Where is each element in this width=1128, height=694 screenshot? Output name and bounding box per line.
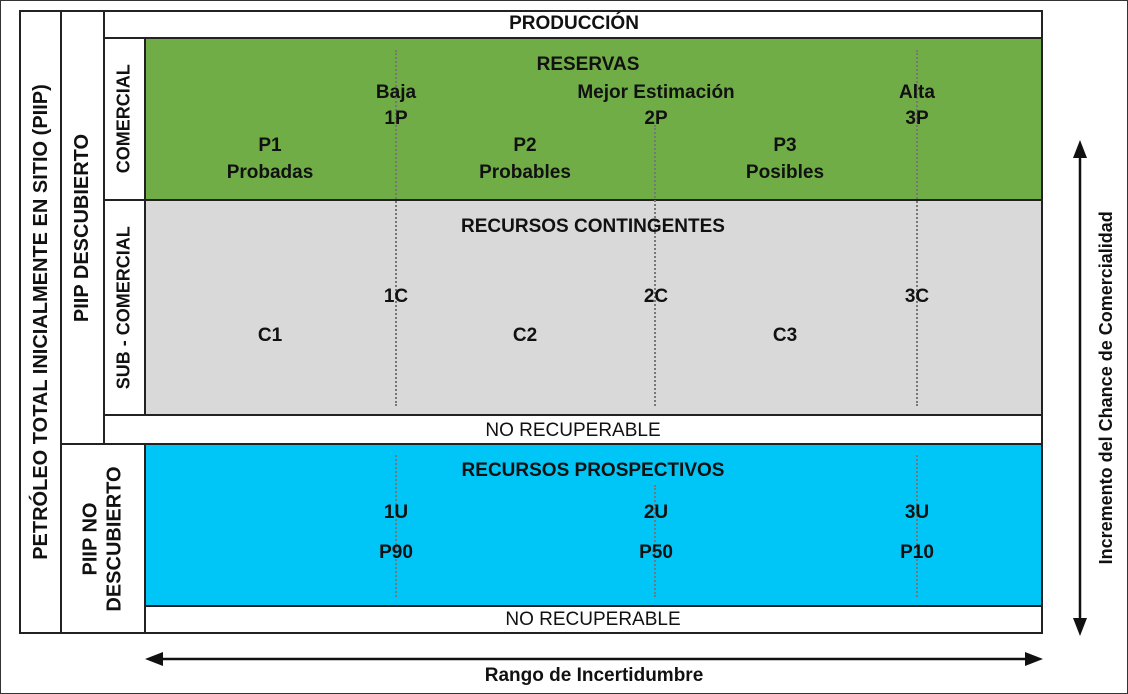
contingentes-scenario-2c: 2C	[643, 286, 669, 307]
piip-no-descubierto-line1: PIIP NO	[80, 502, 102, 575]
reservas-scenario-low-code: 1P	[384, 108, 408, 129]
prospectivos-scenario-p50: P50	[639, 542, 673, 563]
contingentes-class-c2: C2	[512, 325, 538, 346]
produccion-label: PRODUCCIÓN	[509, 13, 639, 34]
reservas-class-p2-code: P2	[513, 135, 537, 156]
piip-total-label-box: PETRÓLEO TOTAL INICIALMENTE EN SITIO (PI…	[19, 10, 62, 634]
reservas-scenario-best-code: 2P	[644, 108, 668, 129]
reservas-class-p1-code: P1	[258, 135, 282, 156]
prospectivos-scenario-1u: 1U	[383, 502, 409, 523]
reservas-scenario-best-name: Mejor Estimación	[577, 82, 735, 103]
piip-total-label: PETRÓLEO TOTAL INICIALMENTE EN SITIO (PI…	[29, 84, 52, 560]
sub-comercial-label: SUB - COMERCIAL	[113, 226, 134, 389]
scenario-line-best-upper	[654, 125, 656, 406]
no-recuperable-row-2	[144, 605, 1043, 634]
piip-no-descubierto-label: PIIP NO DESCUBIERTO	[79, 466, 127, 611]
reservas-class-p2-name: Probables	[479, 162, 571, 183]
prospectivos-title: RECURSOS PROSPECTIVOS	[461, 460, 725, 481]
contingentes-class-c3: C3	[772, 325, 798, 346]
piip-descubierto-label: PIIP DESCUBIERTO	[71, 133, 94, 322]
sub-comercial-label-box: SUB - COMERCIAL	[103, 199, 146, 416]
reservas-scenario-low-name: Baja	[375, 82, 417, 103]
contingentes-class-c1: C1	[257, 325, 283, 346]
piip-no-descubierto-label-box: PIIP NO DESCUBIERTO	[60, 443, 146, 634]
reservas-scenario-high-code: 3P	[905, 108, 929, 129]
prospectivos-scenario-p10: P10	[900, 542, 934, 563]
no-recuperable-label-1: NO RECUPERABLE	[485, 420, 661, 441]
scenario-line-low-upper	[395, 50, 397, 406]
reservas-class-p3-code: P3	[773, 135, 797, 156]
no-recuperable-label-2: NO RECUPERABLE	[505, 609, 681, 630]
reservas-scenario-high-name: Alta	[899, 82, 935, 103]
scenario-line-high-upper	[916, 50, 918, 406]
contingentes-scenario-1c: 1C	[383, 286, 409, 307]
reservas-area	[144, 37, 1043, 201]
scenario-line-high-lower	[916, 455, 918, 597]
right-axis-label-box: Incremento del Chance de Comercialidad	[1090, 140, 1124, 636]
right-axis-label: Incremento del Chance de Comercialidad	[1096, 211, 1117, 565]
piip-no-descubierto-line2: DESCUBIERTO	[104, 465, 126, 612]
contingentes-scenario-3c: 3C	[904, 286, 930, 307]
commerciality-chance-arrow	[1073, 140, 1087, 636]
contingentes-title: RECURSOS CONTINGENTES	[461, 216, 725, 237]
reservas-class-p3-name: Posibles	[745, 162, 825, 183]
bottom-axis-label: Rango de Incertidumbre	[484, 665, 704, 686]
comercial-label: COMERCIAL	[113, 64, 134, 174]
piip-descubierto-label-box: PIIP DESCUBIERTO	[60, 10, 105, 445]
prospectivos-scenario-3u: 3U	[904, 502, 930, 523]
reservas-class-p1-name: Probadas	[226, 162, 314, 183]
scenario-line-low-lower	[395, 455, 397, 597]
uncertainty-range-arrow	[145, 652, 1043, 666]
reservas-title: RESERVAS	[536, 54, 640, 75]
comercial-label-box: COMERCIAL	[103, 37, 146, 201]
prospectivos-scenario-p90: P90	[379, 542, 413, 563]
prospectivos-scenario-2u: 2U	[643, 502, 669, 523]
scenario-line-best-lower	[654, 485, 656, 597]
